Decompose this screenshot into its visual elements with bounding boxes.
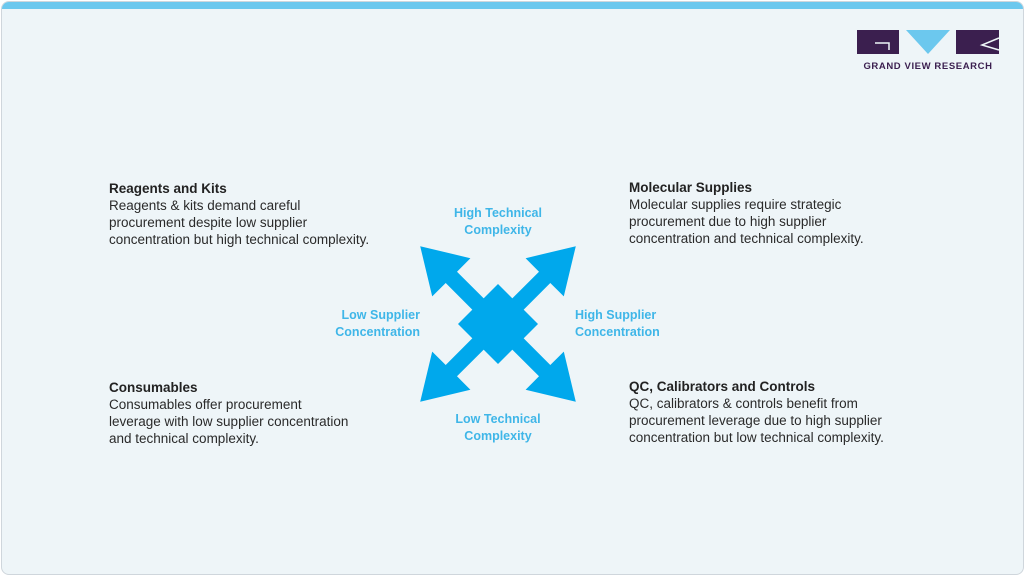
quadrant-title: Molecular Supplies [629,180,753,195]
quadrant-line: leverage with low supplier concentration [109,414,349,429]
quadrant-line: Consumables offer procurement [109,397,302,412]
quadrant-line: Molecular supplies require strategic [629,197,842,212]
quadrant-consumables: Consumables Consumables offer procuremen… [109,379,409,447]
quadrant-line: procurement despite low supplier [109,215,308,230]
brand-logo: GRAND VIEW RESEARCH [856,30,1000,74]
quadrant-reagents-and-kits: Reagents and Kits Reagents & kits demand… [109,180,409,248]
quadrant-title: Reagents and Kits [109,181,227,196]
top-accent-band [2,2,1023,9]
axis-label-line: Concentration [575,325,660,339]
brand-name: GRAND VIEW RESEARCH [863,61,993,72]
quadrant-line: procurement leverage due to high supplie… [629,413,882,428]
axis-label-line: Low Supplier [341,308,420,322]
axis-label-low-supplier: Low Supplier Concentration [320,307,420,341]
axis-label-line: Complexity [464,223,532,237]
quadrant-line: concentration but low technical complexi… [629,430,884,445]
quadrant-line: QC, calibrators & controls benefit from [629,396,858,411]
axis-label-line: High Technical [454,206,542,220]
quadrant-line: Reagents & kits demand careful [109,198,301,213]
logo-mark-icon [857,30,1000,54]
axis-label-high-technical: High Technical Complexity [448,205,548,239]
axis-label-line: High Supplier [575,308,657,322]
quadrant-line: concentration and technical complexity. [629,231,864,246]
quadrant-qc-calibrators-controls: QC, Calibrators and Controls QC, calibra… [629,378,929,446]
arrow-group [420,246,576,402]
quadrant-molecular-supplies: Molecular Supplies Molecular supplies re… [629,179,929,247]
quadrant-line: and technical complexity. [109,431,259,446]
axis-label-line: Complexity [464,429,532,443]
quadrant-line: procurement due to high supplier [629,214,827,229]
quadrant-line: concentration but high technical complex… [109,232,370,247]
center-diamond [458,284,538,364]
axis-label-low-technical: Low Technical Complexity [448,411,548,445]
quadrant-title: Consumables [109,380,198,395]
axis-label-high-supplier: High Supplier Concentration [575,307,685,341]
axis-label-line: Concentration [335,325,420,339]
quadrant-title: QC, Calibrators and Controls [629,379,816,394]
axis-label-line: Low Technical [455,412,541,426]
